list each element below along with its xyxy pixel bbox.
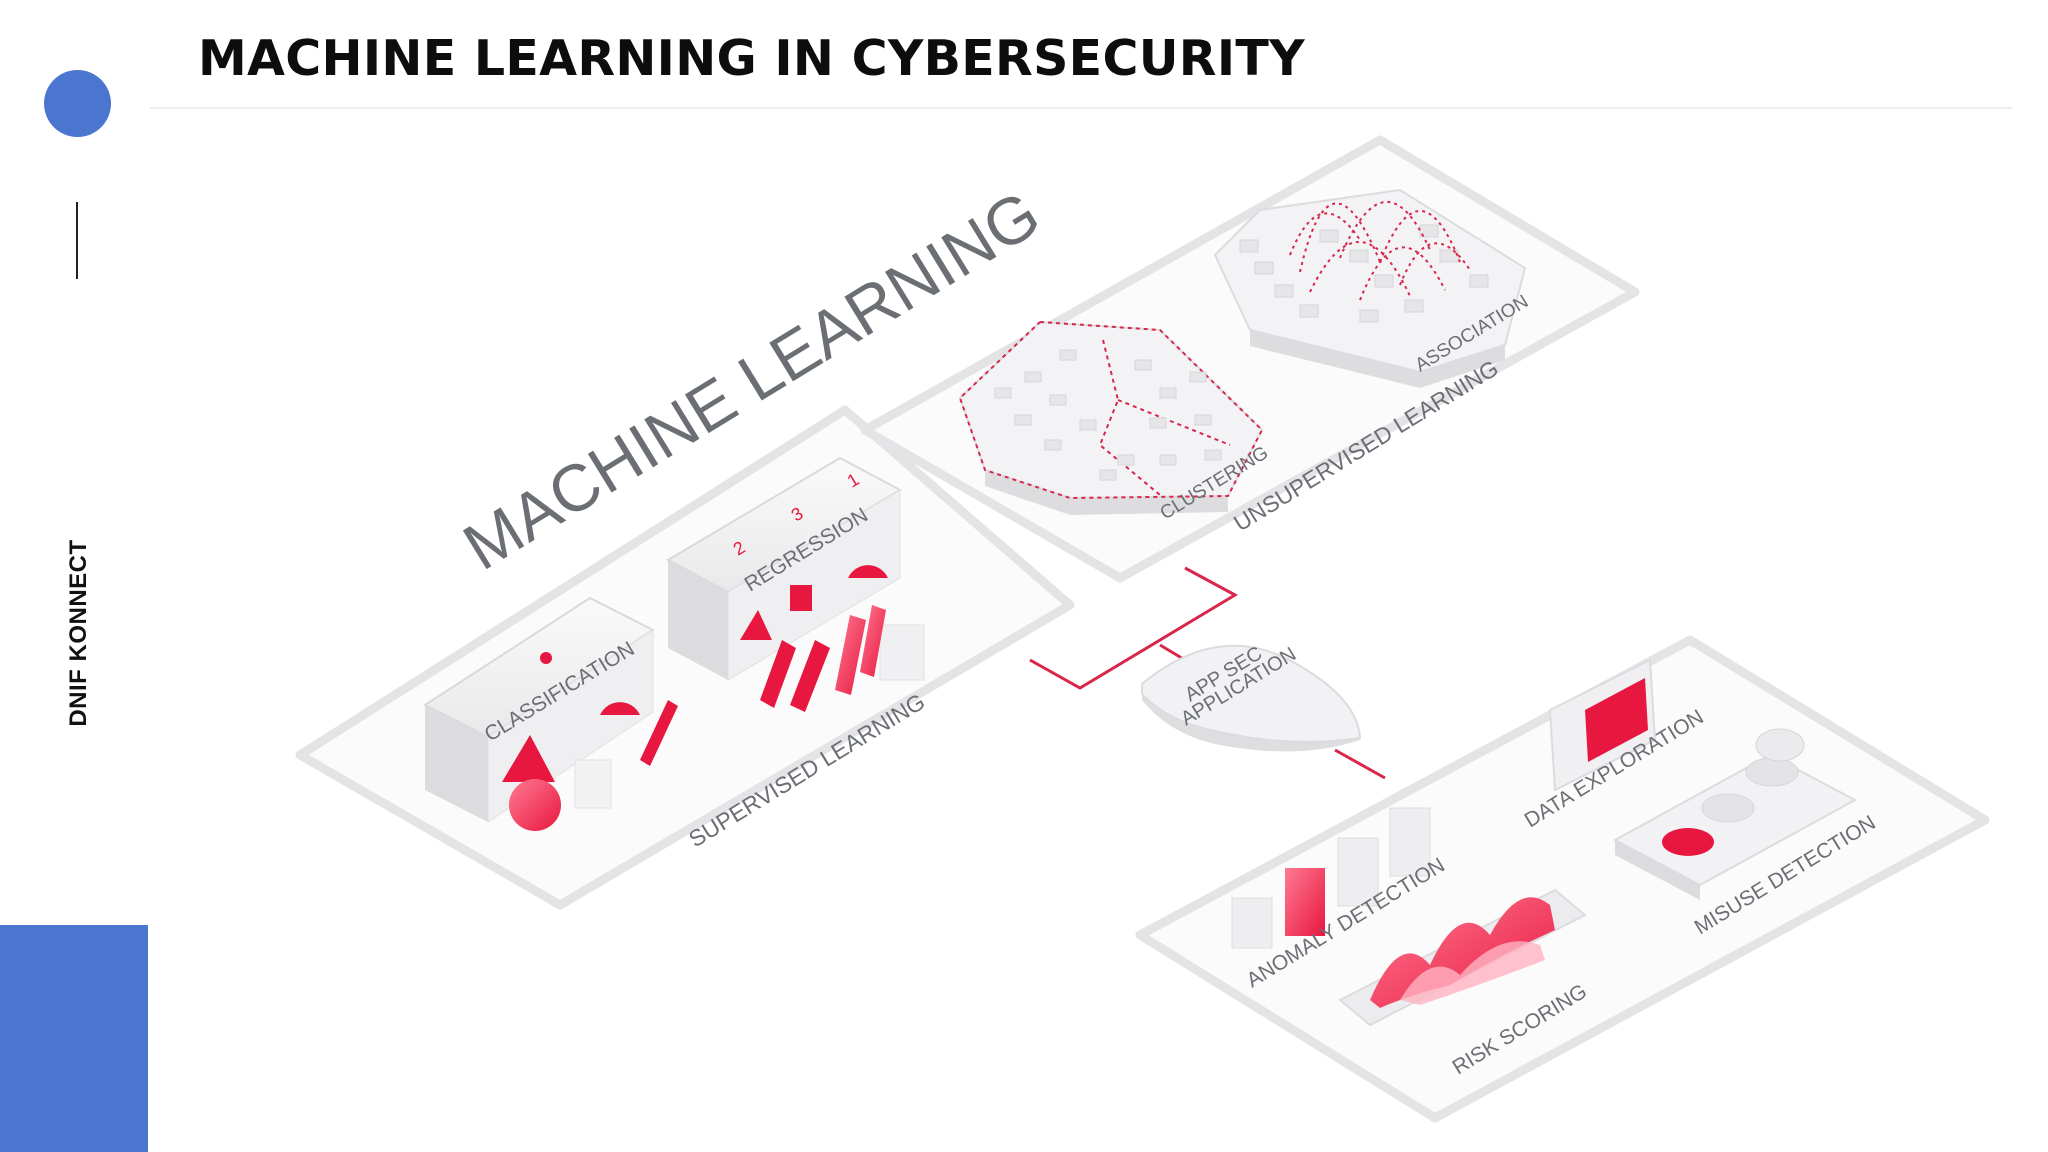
title-divider xyxy=(150,107,2012,109)
side-divider xyxy=(76,202,78,279)
association-module: ASSOCIATION xyxy=(1213,188,1532,388)
classification-module: CLASSIFICATION xyxy=(422,596,678,831)
page-title: MACHINE LEARNING IN CYBERSECURITY xyxy=(198,30,1305,87)
app-sec-hub: APP SEC APPLICATION xyxy=(1141,642,1362,752)
side-brand-label: DNIF KONNECT xyxy=(65,539,92,727)
regression-module: 2 3 1 REGRESSION xyxy=(665,456,925,712)
red-indicator-dot xyxy=(540,652,552,664)
ml-diagram: MACHINE LEARNING CLASSIFICATION 2 3 1 RE… xyxy=(295,135,1990,1123)
accent-block xyxy=(0,925,148,1152)
accent-dot xyxy=(44,70,111,137)
